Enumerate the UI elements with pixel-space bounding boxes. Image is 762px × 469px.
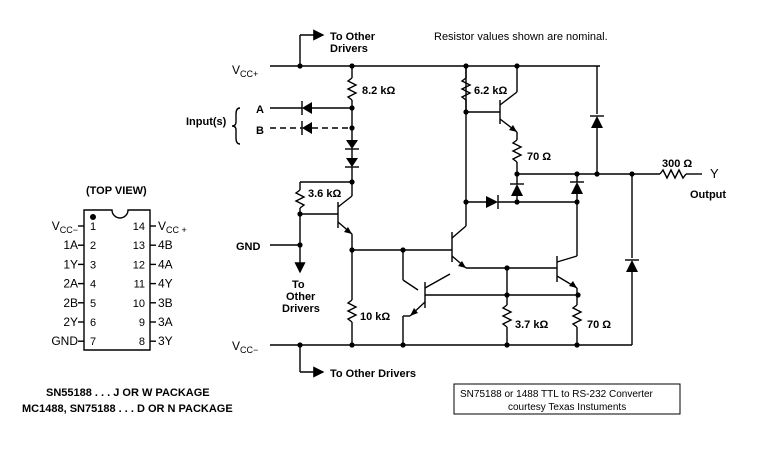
to-other-drivers-top: To Other bbox=[330, 31, 376, 43]
inputs-label: Input(s) bbox=[186, 116, 227, 128]
resistor-70-upper-label: 70 Ω bbox=[527, 151, 551, 163]
output-diodes bbox=[466, 174, 584, 209]
resistor-3k7 bbox=[501, 265, 513, 345]
right-pin-name: VCC + bbox=[158, 219, 187, 235]
clamp-diode bbox=[625, 174, 639, 345]
right-pin-name: 4Y bbox=[158, 277, 173, 291]
left-pin-number: 6 bbox=[90, 317, 96, 329]
right-pin-name: 3A bbox=[158, 315, 173, 329]
left-pin-number: 7 bbox=[90, 336, 96, 348]
package-right-pins: 14 VCC + 13 4B 12 4A 11 4Y 10 3B 9 3A 8 3Y bbox=[133, 219, 187, 348]
vcc-minus-label: VCC− bbox=[232, 339, 258, 355]
resistor-6k2-label: 6.2 kΩ bbox=[474, 85, 507, 97]
input-a-label: A bbox=[256, 104, 264, 116]
resistor-8k2 bbox=[346, 66, 358, 140]
right-pin-number: 13 bbox=[133, 240, 145, 252]
transistor-q-right bbox=[556, 202, 578, 305]
package-line-2: MC1488, SN75188 . . . D OR N PACKAGE bbox=[22, 403, 233, 415]
resistor-10k bbox=[346, 299, 358, 345]
transistor-q-upper bbox=[499, 66, 518, 140]
left-pin-name: 2B bbox=[63, 296, 78, 310]
left-pin-name: 2A bbox=[63, 277, 78, 291]
inputs-brace bbox=[231, 107, 241, 145]
resistor-3k6-label: 3.6 kΩ bbox=[308, 188, 341, 200]
to-other-drivers-mid-1: To bbox=[292, 279, 305, 291]
caption-box bbox=[453, 383, 681, 415]
caption-line-1: SN75188 or 1488 TTL to RS-232 Converter bbox=[460, 389, 654, 400]
gnd-label: GND bbox=[236, 241, 261, 253]
right-pin-number: 8 bbox=[139, 336, 145, 348]
resistor-6k2 bbox=[460, 66, 500, 115]
to-other-drivers-mid-3: Drivers bbox=[282, 303, 320, 315]
package-line-1: SN55188 . . . J OR W PACKAGE bbox=[46, 387, 210, 399]
to-other-drivers-bottom: To Other Drivers bbox=[330, 368, 416, 380]
left-pin-number: 2 bbox=[90, 240, 96, 252]
right-pin-number: 10 bbox=[133, 298, 145, 310]
left-pin-name: 1Y bbox=[63, 257, 78, 271]
left-pin-name: 2Y bbox=[63, 315, 78, 329]
resistor-8k2-label: 8.2 kΩ bbox=[362, 85, 395, 97]
caption-line-2: courtesy Texas Instuments bbox=[508, 402, 626, 413]
package-view-title: (TOP VIEW) bbox=[86, 185, 147, 197]
left-pin-name: GND bbox=[51, 334, 78, 348]
dip-package bbox=[83, 209, 151, 351]
resistor-300 bbox=[659, 168, 702, 180]
left-pin-number: 4 bbox=[90, 279, 96, 291]
resistor-300-label: 300 Ω bbox=[662, 158, 692, 170]
right-pin-number: 11 bbox=[134, 279, 145, 291]
left-pin-name: 1A bbox=[63, 238, 78, 252]
right-pin-number: 9 bbox=[139, 317, 145, 329]
resistor-note: Resistor values shown are nominal. bbox=[434, 31, 608, 43]
input-a-line bbox=[270, 101, 352, 115]
resistor-70-lower-label: 70 Ω bbox=[587, 319, 611, 331]
resistor-70-lower bbox=[571, 304, 583, 345]
resistor-3k6 bbox=[294, 179, 355, 217]
right-pin-number: 12 bbox=[133, 259, 145, 271]
left-pin-number: 3 bbox=[90, 259, 96, 271]
left-pin-name: VCC− bbox=[52, 219, 78, 235]
right-pin-name: 4A bbox=[158, 257, 173, 271]
right-pin-number: 14 bbox=[133, 221, 145, 233]
left-pin-number: 1 bbox=[90, 221, 96, 233]
gnd-line bbox=[270, 214, 452, 274]
level-shift-diodes bbox=[345, 140, 359, 196]
input-b-line bbox=[270, 121, 352, 135]
output-node bbox=[514, 66, 660, 177]
resistor-10k-label: 10 kΩ bbox=[360, 311, 390, 323]
resistor-3k7-label: 3.7 kΩ bbox=[515, 319, 548, 331]
left-pin-number: 5 bbox=[90, 298, 96, 310]
vcc-plus-label: VCC+ bbox=[232, 63, 258, 79]
output-y-label: Y bbox=[710, 166, 719, 181]
output-label: Output bbox=[690, 189, 726, 201]
right-pin-name: 3Y bbox=[158, 334, 173, 348]
to-other-drivers-top-2: Drivers bbox=[330, 43, 368, 55]
transistor-q1 bbox=[337, 195, 353, 300]
resistor-70-upper bbox=[511, 139, 523, 174]
transistor-q-lower bbox=[402, 250, 581, 345]
to-other-drivers-mid-2: Other bbox=[286, 291, 316, 303]
vcc-minus-rail bbox=[270, 342, 632, 378]
right-pin-name: 4B bbox=[158, 238, 173, 252]
transistor-q-mid bbox=[451, 66, 557, 269]
input-b-label: B bbox=[256, 125, 264, 137]
right-pin-name: 3B bbox=[158, 296, 173, 310]
